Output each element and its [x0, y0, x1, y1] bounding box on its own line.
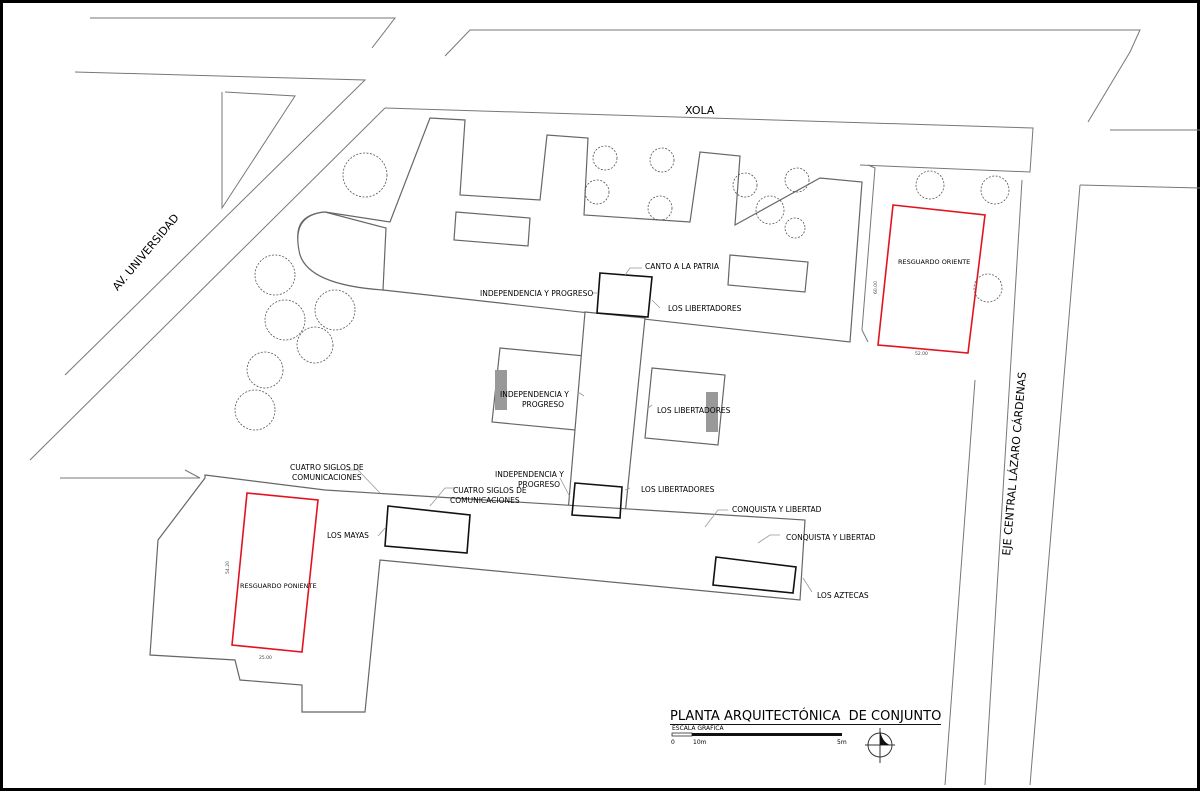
- dim-oriente-width: 52.00: [915, 352, 928, 357]
- label-conquista-1: CONQUISTA Y LIBERTAD: [732, 505, 822, 514]
- scale-label: ESCALA GRÁFICA: [672, 725, 724, 732]
- mural-los-mayas: [384, 505, 471, 554]
- north-building: [297, 117, 876, 343]
- street-lines: [29, 17, 1200, 786]
- label-independencia-2a: INDEPENDENCIA Y: [500, 390, 569, 399]
- mural-canto-a-la-patria: [596, 272, 653, 318]
- label-los-mayas: LOS MAYAS: [327, 531, 369, 540]
- hatch-west: [495, 370, 507, 410]
- label-canto-a-la-patria: CANTO A LA PATRIA: [645, 262, 719, 271]
- label-los-libertadores-2: LOS LIBERTADORES: [657, 406, 731, 415]
- label-los-libertadores-1: LOS LIBERTADORES: [668, 304, 742, 313]
- label-independencia-3a: INDEPENDENCIA Y: [495, 470, 564, 479]
- label-cuatro-siglos-2a: CUATRO SIGLOS DE: [453, 486, 527, 495]
- mural-conquista: [712, 556, 797, 594]
- label-conquista-2: CONQUISTA Y LIBERTAD: [786, 533, 876, 542]
- resguardo-poniente-area: [231, 492, 319, 653]
- dim-poniente-width: 25.00: [259, 656, 272, 661]
- resguardo-oriente-area: [877, 204, 986, 354]
- label-cuatro-siglos-1b: COMUNICACIONES: [292, 473, 362, 482]
- scale-tick-10m: 10m: [693, 739, 707, 746]
- trees: [234, 145, 1010, 431]
- label-independencia-2b: PROGRESO: [522, 400, 565, 409]
- central-corridor: [567, 311, 646, 516]
- label-independencia-progreso-1: INDEPENDENCIA Y PROGRESO: [480, 289, 594, 298]
- hatch-east: [706, 392, 718, 432]
- leader-lines: [345, 267, 813, 593]
- street-xola: XOLA: [685, 104, 715, 117]
- compass-icon: [865, 728, 895, 763]
- label-los-libertadores-3: LOS LIBERTADORES: [641, 485, 715, 494]
- scale-tick-5m: 5m: [837, 739, 847, 746]
- plan-title: PLANTA ARQUITECTÓNICA DE CONJUNTO: [670, 709, 942, 725]
- mural-corridor-south: [571, 482, 623, 519]
- label-independencia-3b: PROGRESO: [518, 480, 561, 489]
- south-wing: [149, 474, 806, 713]
- resguardo-oriente-label: RESGUARDO ORIENTE: [898, 258, 971, 266]
- label-cuatro-siglos-1a: CUATRO SIGLOS DE: [290, 463, 364, 472]
- dim-poniente-height: 54.20: [225, 561, 231, 574]
- scale-bar: [671, 732, 842, 737]
- pavilion-east: [644, 367, 726, 446]
- scale-tick-0: 0: [671, 739, 675, 746]
- resguardo-poniente-label: RESGUARDO PONIENTE: [240, 582, 317, 590]
- label-los-aztecas: LOS AZTECAS: [817, 591, 869, 600]
- dim-oriente-height: 60.00: [873, 281, 879, 294]
- label-cuatro-siglos-2b: COMUNICACIONES: [450, 496, 520, 505]
